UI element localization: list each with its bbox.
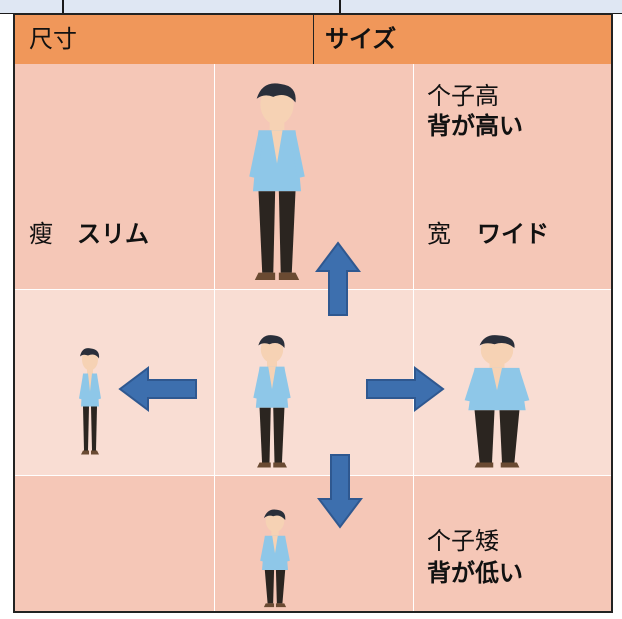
label-short-jp: 背が低い bbox=[427, 559, 523, 587]
person-figure-icon bbox=[253, 335, 291, 468]
label-tall-cn: 个子高 bbox=[427, 82, 499, 110]
size-diagram-table: 尺寸 サイズ 个子高 背が高い 瘦 スリム 宽 ワイド 个子矮 背が低い bbox=[13, 13, 613, 613]
strip-divider bbox=[62, 0, 64, 13]
arrow-up-icon bbox=[315, 241, 361, 316]
label-thin-jp: スリム bbox=[77, 220, 149, 248]
label-tall-jp: 背が高い bbox=[427, 112, 523, 140]
header-size-jp: サイズ bbox=[325, 25, 397, 53]
header-size-cn: 尺寸 bbox=[29, 25, 77, 53]
person-figure-icon bbox=[79, 348, 101, 455]
row-bottom bbox=[15, 475, 611, 611]
grid-line bbox=[413, 64, 414, 611]
header-divider bbox=[313, 15, 314, 64]
arrow-down-icon bbox=[317, 454, 363, 529]
top-border-strip bbox=[0, 0, 622, 14]
grid-line bbox=[15, 289, 611, 290]
label-thin-cn: 瘦 bbox=[29, 220, 53, 248]
arrow-right-icon bbox=[366, 366, 445, 412]
table-header: 尺寸 サイズ bbox=[15, 15, 611, 65]
label-wide-jp: ワイド bbox=[477, 220, 549, 248]
grid-line bbox=[214, 64, 215, 611]
label-wide-cn: 宽 bbox=[427, 220, 451, 248]
row-top bbox=[15, 64, 611, 289]
person-figure-icon bbox=[249, 83, 305, 281]
strip-divider bbox=[339, 0, 341, 13]
label-short-cn: 个子矮 bbox=[427, 527, 499, 555]
grid-line bbox=[15, 475, 611, 476]
arrow-left-icon bbox=[118, 366, 197, 412]
person-figure-icon bbox=[260, 509, 290, 608]
person-figure-icon bbox=[464, 335, 530, 468]
